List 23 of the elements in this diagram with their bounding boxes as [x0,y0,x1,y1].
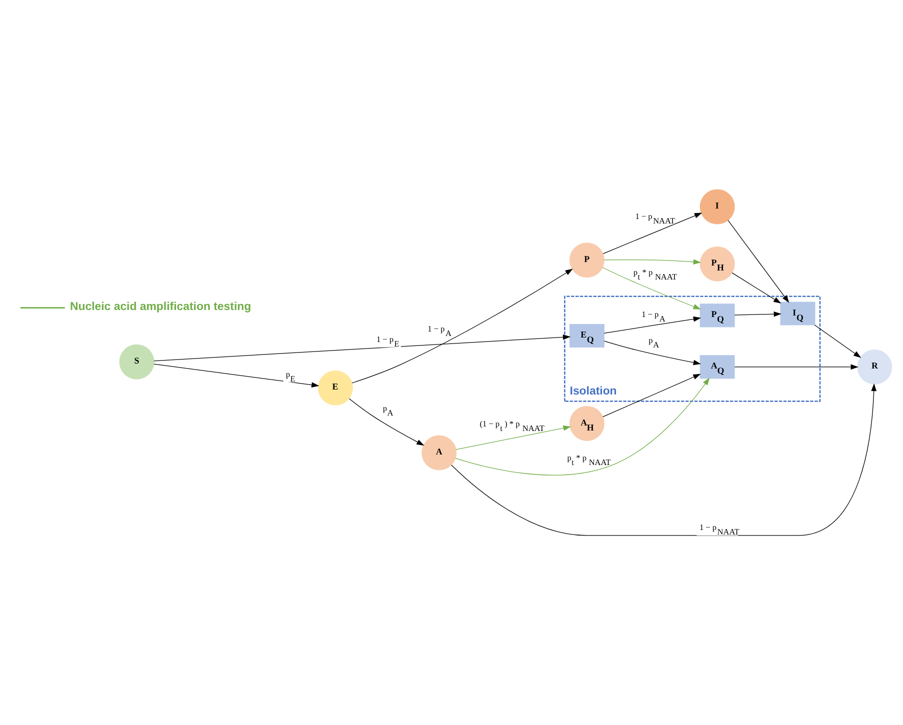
arrow [456,425,571,450]
arrow [814,324,862,358]
arrow [604,316,702,334]
legend-label: Nucleic acid amplification testing [70,300,252,313]
arrow [455,378,710,476]
arrow [732,272,782,304]
node-circle: P [569,242,604,278]
arrow [734,311,782,317]
arrow [602,212,702,254]
arrow [604,259,702,265]
node-circle: I [700,189,735,224]
node-circle: E [318,370,353,406]
arrow [602,374,701,418]
node-circle: A [422,435,457,470]
arrow [154,364,320,388]
arrow [348,398,424,446]
node-circle: R [857,349,892,384]
arrow [734,364,858,370]
node-circle: S [119,344,154,380]
arrow [154,334,571,362]
arrow [728,220,790,303]
arrow [604,340,701,366]
arrow [352,268,573,384]
